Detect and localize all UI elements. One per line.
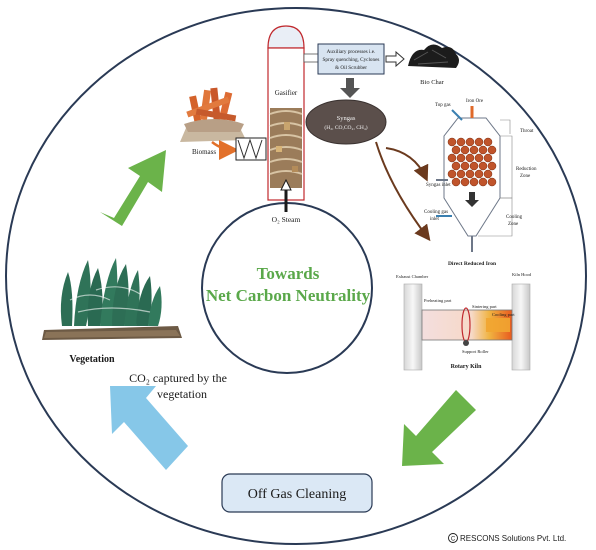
gasifier-label: Gasifier — [275, 89, 298, 97]
steam-label: O₂ Steam — [272, 215, 301, 224]
off-gas-cleaning-label: Off Gas Cleaning — [248, 487, 347, 502]
copyright-mark: C — [448, 533, 458, 543]
syngas-to-furnace-arrow-2 — [375, 141, 431, 242]
syngas-label-1: Syngas — [337, 115, 356, 122]
syngas-ellipse — [305, 99, 387, 145]
co2-captured-label-2: vegetation — [157, 387, 207, 401]
furnace-down-arrow — [465, 192, 479, 207]
throat-label: Throat — [520, 129, 534, 134]
cooling-bracket — [478, 197, 513, 237]
reduction-zone-label-1: Reduction — [516, 167, 537, 172]
copyright-text: RESCONS Solutions Pvt. Ltd. — [460, 534, 566, 543]
biochar-label: Bio Char — [420, 79, 444, 86]
sintering-label: Sintering part — [472, 304, 497, 309]
auxiliary-process-box — [317, 43, 385, 75]
to-biochar-arrow — [385, 50, 405, 68]
auxiliary-text-2: Spray quenching, Cyclones — [323, 57, 380, 63]
biomass-illustration — [180, 87, 246, 142]
exhaust-chamber-label: Exhaust Chamber — [396, 274, 429, 279]
cooling-zone-label-2: Zone — [508, 222, 519, 227]
syngas-to-furnace-arrow-1 — [385, 147, 429, 182]
center-text-line2: Net Carbon Neutrality — [206, 286, 371, 305]
outer-cycle-circle — [5, 7, 587, 545]
vegetation-illustration — [42, 258, 182, 340]
screw-feeder — [235, 137, 267, 161]
gasifier-reactor — [267, 25, 305, 201]
cooling-part-label: Cooling part — [492, 312, 515, 317]
biomass-label: Biomass — [192, 148, 216, 156]
iron-ore-label: Iron Ore — [466, 99, 484, 104]
aux-to-syngas-arrow — [340, 78, 360, 98]
iron-pellets — [447, 137, 497, 187]
co2-captured-label-1: CO₂ captured by the — [129, 371, 227, 385]
steam-arrow-head — [280, 178, 292, 191]
rotary-kiln — [403, 283, 531, 371]
auxiliary-text-3: & Oil Scrubber — [335, 65, 367, 71]
offgas-to-vegetation-arrow — [110, 386, 188, 470]
top-gas-label: Top gas — [435, 103, 451, 108]
rotary-kiln-label: Rotary Kiln — [451, 364, 482, 370]
kiln-to-offgas-arrow — [402, 390, 476, 466]
biomass-to-gasifier-arrow — [211, 139, 239, 160]
off-gas-cleaning-box — [221, 473, 373, 513]
cooling-gas-label-2: inlet — [430, 217, 439, 222]
center-text-line1: Towards — [257, 264, 320, 283]
vegetation-label: Vegetation — [69, 354, 115, 365]
syngas-label-2: (H₂, CO,CO₂, CH₄) — [324, 124, 367, 131]
kiln-hood-label: Kiln Hood — [512, 272, 532, 277]
cooling-gas-label-1: Cooling gas — [424, 210, 448, 215]
auxiliary-text-1: Auxiliary processes i.e. — [327, 49, 376, 55]
gasifier-outlet-rect — [303, 53, 319, 63]
zone-bracket — [500, 135, 513, 199]
biochar-pile — [408, 44, 459, 68]
support-roller-label: Support Roller — [462, 349, 489, 354]
preheating-label: Preheating part — [424, 298, 452, 303]
cooling-zone-label-1: Cooling — [506, 215, 523, 220]
reduction-zone-label-2: Zone — [520, 174, 531, 179]
dri-label: Direct Reduced Iron — [448, 261, 496, 267]
syngas-inlet-label: Syngas inlet — [426, 183, 451, 188]
svg-text:C: C — [451, 537, 456, 543]
vegetation-to-biomass-arrow — [100, 150, 166, 226]
throat-bracket — [500, 119, 511, 134]
